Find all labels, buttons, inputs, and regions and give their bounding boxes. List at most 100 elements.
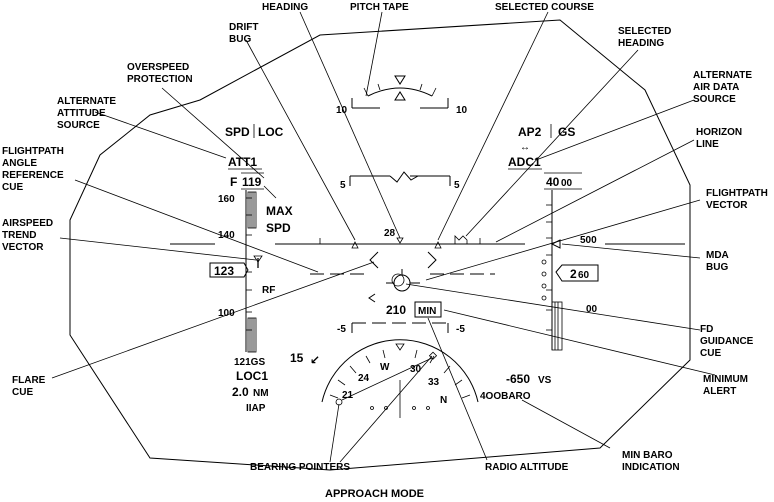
callout-fpa-ref-line2: ANGLE bbox=[2, 158, 37, 169]
mode-glideslope: GS bbox=[558, 125, 575, 139]
airspeed-tape: 160 140 100 bbox=[218, 190, 263, 353]
callout-flare-cue-line2: CUE bbox=[12, 387, 33, 398]
callout-fpa-ref-line3: REFERENCE bbox=[2, 170, 64, 181]
callout-radio-altitude: RADIO ALTITUDE bbox=[485, 462, 569, 473]
heading-readout: 28 bbox=[384, 228, 396, 239]
attitude-source: ATT1 bbox=[228, 155, 257, 169]
current-altitude-box: 2 60 bbox=[555, 264, 599, 282]
compass-label-30: 30 bbox=[410, 364, 422, 375]
callout-leaders bbox=[51, 11, 716, 463]
callout-pitch-tape: PITCH TAPE bbox=[350, 2, 409, 13]
callout-alt-air-data-line2: AIR DATA bbox=[693, 82, 739, 93]
callout-fpv-line1: FLIGHTPATH bbox=[706, 188, 768, 199]
speed-tick-160: 160 bbox=[218, 194, 235, 205]
callout-overspeed-line1: OVERSPEED bbox=[127, 62, 189, 73]
callout-fpv-line2: VECTOR bbox=[706, 200, 748, 211]
pitch-tape: 10 10 5 5 -5 -5 bbox=[336, 98, 468, 335]
callout-alt-air-data-line1: ALTERNATE bbox=[693, 70, 752, 81]
flightpath-vector-icon bbox=[386, 269, 420, 292]
callout-airspeed-trend-line2: TREND bbox=[2, 230, 36, 241]
horizon-line bbox=[170, 238, 685, 245]
callout-alt-air-data-line3: SOURCE bbox=[693, 94, 736, 105]
speed-reference-prefix: F bbox=[230, 175, 237, 189]
compass-label-21: 21 bbox=[342, 390, 354, 401]
callout-alt-attitude-line1: ALTERNATE bbox=[57, 96, 116, 107]
altitude-tick-00: 00 bbox=[586, 304, 598, 315]
rf-label: RF bbox=[262, 285, 275, 296]
callout-heading: HEADING bbox=[262, 2, 308, 13]
callout-fd-guidance-line3: CUE bbox=[700, 348, 721, 359]
callout-airspeed-trend-line1: AIRSPEED bbox=[2, 218, 53, 229]
current-altitude-sub: 60 bbox=[578, 270, 590, 281]
callout-mda-bug-line1: MDA bbox=[706, 250, 729, 261]
callout-drift-bug-line2: BUG bbox=[229, 34, 251, 45]
altitude-tick-500: 500 bbox=[580, 235, 597, 246]
callout-minimum-alert-line1: MINIMUM bbox=[703, 374, 748, 385]
selected-altitude-main: 40 bbox=[546, 175, 560, 189]
callout-min-baro-line1: MIN BARO bbox=[622, 450, 673, 461]
compass-label-33: 33 bbox=[428, 377, 440, 388]
approach-identifier: IIAP bbox=[246, 403, 266, 414]
callout-minimum-alert-line2: ALERT bbox=[703, 386, 736, 397]
callout-fpa-ref-line1: FLIGHTPATH bbox=[2, 146, 64, 157]
max-speed-label-2: SPD bbox=[266, 221, 291, 235]
selected-heading-bug-icon bbox=[454, 235, 468, 245]
callout-fd-guidance-line2: GUIDANCE bbox=[700, 336, 754, 347]
callout-min-baro-line2: INDICATION bbox=[622, 462, 680, 473]
callout-drift-bug-line1: DRIFT bbox=[229, 22, 258, 33]
minimum-alert-label: MIN bbox=[418, 306, 436, 317]
callout-horizon-line2: LINE bbox=[696, 139, 719, 150]
distance-unit: NM bbox=[253, 388, 269, 399]
callout-overspeed-line2: PROTECTION bbox=[127, 74, 193, 85]
guidance-chevron-icon bbox=[368, 293, 376, 303]
callout-horizon-line1: HORIZON bbox=[696, 127, 742, 138]
current-altitude-main: 2 bbox=[570, 267, 577, 281]
radio-altitude-value: 210 bbox=[386, 303, 406, 317]
callout-selected-heading-line2: HEADING bbox=[618, 38, 664, 49]
mode-arrows-icon: ↔ bbox=[520, 142, 530, 153]
minimum-alert-box bbox=[414, 301, 442, 318]
callout-flare-cue-line1: FLARE bbox=[12, 375, 46, 386]
pitch-label-10-right: 10 bbox=[456, 105, 468, 116]
localizer-source: LOC1 bbox=[236, 369, 268, 383]
compass-lubber-icon bbox=[395, 343, 405, 351]
wind-speed: 15 bbox=[290, 351, 304, 365]
drift-bug-icon bbox=[351, 241, 359, 249]
flare-cue-right-icon bbox=[427, 251, 437, 269]
callout-alt-attitude-line3: SOURCE bbox=[57, 120, 100, 131]
callout-selected-course: SELECTED COURSE bbox=[495, 2, 594, 13]
figure-caption: APPROACH MODE bbox=[325, 488, 424, 500]
speed-tick-140: 140 bbox=[218, 230, 235, 241]
callout-airspeed-trend-line3: VECTOR bbox=[2, 242, 44, 253]
compass-label-n: N bbox=[440, 395, 447, 406]
nav-source-line: 121GS bbox=[234, 357, 265, 368]
hud-combiner-outline bbox=[69, 19, 691, 471]
vertical-speed-value: -650 bbox=[506, 372, 530, 386]
max-speed-label-1: MAX bbox=[266, 204, 293, 218]
callout-alt-attitude-line2: ATTITUDE bbox=[57, 108, 106, 119]
callout-selected-heading-line1: SELECTED bbox=[618, 26, 671, 37]
pitch-label-neg5-right: -5 bbox=[456, 324, 465, 335]
selected-altitude-sub: 00 bbox=[561, 178, 573, 189]
callout-fd-guidance-line1: FD bbox=[700, 324, 713, 335]
air-data-source: ADC1 bbox=[508, 155, 541, 169]
pitch-label-neg5-left: -5 bbox=[337, 324, 346, 335]
current-airspeed-box: 123 bbox=[209, 262, 249, 278]
callout-mda-bug-line2: BUG bbox=[706, 262, 728, 273]
fd-guidance-cue-icon bbox=[391, 273, 405, 287]
mode-localizer: LOC bbox=[258, 125, 284, 139]
wind-direction-icon: ↙ bbox=[310, 353, 320, 367]
compass-rose: 21 24 W 30 33 N bbox=[321, 339, 479, 418]
pitch-label-5-left: 5 bbox=[340, 180, 346, 191]
vertical-speed-unit: VS bbox=[538, 375, 552, 386]
selected-speed: 119 bbox=[242, 175, 262, 189]
flare-cue-left-icon bbox=[369, 251, 379, 269]
current-airspeed-value: 123 bbox=[214, 264, 234, 278]
compass-label-24: 24 bbox=[358, 373, 370, 384]
distance-value: 2.0 bbox=[232, 385, 249, 399]
compass-label-w: W bbox=[380, 362, 390, 373]
callout-bearing-pointers: BEARING POINTERS bbox=[250, 462, 350, 473]
selected-course-icon bbox=[434, 241, 442, 249]
mode-autopilot: AP2 bbox=[518, 125, 542, 139]
